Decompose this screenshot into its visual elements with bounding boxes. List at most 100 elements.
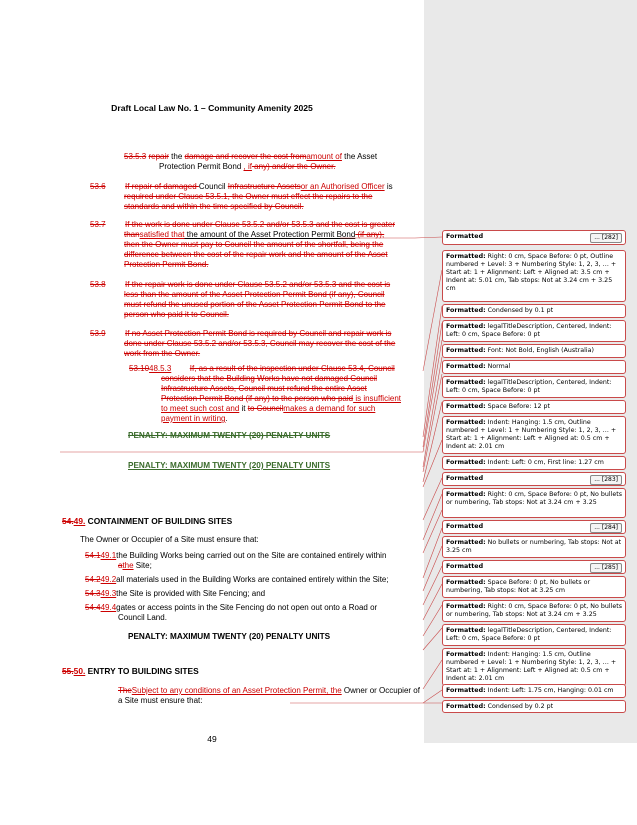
format-comment-12[interactable]: Formatted: Right: 0 cm, Space Before: 0 … [442,488,626,518]
format-comment-10[interactable]: Formatted: Indent: Left: 0 cm, First lin… [442,456,626,470]
deleted-number: 54.3 [85,589,101,598]
item-49-3[interactable]: 54.349.3the Site is provided with Site F… [85,589,265,599]
comment-more-tag[interactable]: ... [285] [590,563,622,573]
heading-text: CONTAINMENT OF BUILDING SITES [85,516,233,526]
comment-more-tag[interactable]: ... [282] [590,233,622,243]
inserted-number: 49.4 [100,603,117,612]
format-comment-14[interactable]: Formatted: No bullets or numbering, Tab … [442,536,626,558]
item-49-1[interactable]: 54.149.1the Building Works being carried… [85,551,386,561]
format-comment-21[interactable]: Formatted: Condensed by 0.2 pt [442,700,626,713]
text: it [239,404,248,413]
clause-53-10-line2: considers that the Building Works have n… [161,374,377,383]
format-comment-18[interactable]: Formatted: legalTitleDescription, Center… [442,624,626,646]
format-comment-9[interactable]: Formatted: Indent: Hanging: 1.5 cm, Outl… [442,416,626,454]
deleted-text: any) and/or the Owner. [251,162,336,171]
inserted-number: 49.1 [100,551,117,560]
penalty-inserted: PENALTY: MAXIMUM TWENTY (20) PENALTY UNI… [128,461,331,470]
clause-53-8-line2: less than the amount of the Asset Protec… [124,290,385,299]
format-comment-20[interactable]: Formatted: Indent: Left: 1.75 cm, Hangin… [442,684,626,698]
format-comment-6[interactable]: Formatted: Normal [442,360,626,374]
deleted-text: damage and recover the cost from [184,152,307,161]
clause-53-6-line2: required under Clause 53.5.1, the Owner … [124,192,373,201]
comment-text: Space Before: 0 pt, No bullets or number… [446,579,591,594]
deleted-text: repair [148,152,169,161]
deleted-text: If no Asset Protection Permit Bond is re… [125,329,392,338]
format-comment-4[interactable]: Formatted: legalTitleDescription, Center… [442,320,626,342]
clause-53-5-3-cont[interactable]: Protection Permit Bond , if any) and/or … [159,162,336,172]
entry-clause[interactable]: TheSubject to any conditions of an Asset… [118,686,420,696]
deleted-text: Infrastructure Assets [227,182,301,191]
comment-label: Formatted: [446,323,486,330]
clause-53-10-line6[interactable]: payment in writing. [161,414,228,424]
comment-more-tag[interactable]: ... [284] [590,523,622,533]
page-number: 49 [207,734,217,744]
deleted-text: If, as a result of the inspection under … [189,364,395,373]
clause-53-5-3[interactable]: 53.5.3 repair the damage and recover the… [124,152,377,162]
comment-more-tag[interactable]: ... [283] [590,475,622,485]
format-comment-15[interactable]: Formatted ... [285] [442,560,626,574]
clause-53-9-line3: work from the Owner. [124,349,201,358]
comment-label: Formatted [446,563,484,570]
text: the [168,152,185,161]
comment-label: Formatted: [446,347,486,354]
format-comment-19[interactable]: Formatted: Indent: Hanging: 1.5 cm, Outl… [442,648,626,686]
comment-text: legalTitleDescription, Centered, Indent:… [446,627,612,642]
comment-text: Indent: Hanging: 1.5 cm, Outline numbere… [446,419,617,450]
format-comment-8[interactable]: Formatted: Space Before: 12 pt [442,400,626,414]
clause-53-7-line5: Protection Permit Bond. [124,260,209,269]
inserted-text: the [122,561,134,570]
comment-label: Formatted: [446,687,486,694]
clause-53-8-line3: must refund the unused portion of the As… [124,300,386,309]
inserted-number: 49.2 [100,575,117,584]
format-comment-3[interactable]: Formatted: Condensed by 0.1 pt [442,304,626,318]
comment-label: Formatted [446,233,484,240]
clause-53-10-line4[interactable]: Protection Permit Bond (if any) to the p… [161,394,401,404]
comment-text: Indent: Left: 1.75 cm, Hanging: 0.01 cm [485,687,614,694]
format-comment-13[interactable]: Formatted ... [284] [442,520,626,534]
markup-pane-empty [424,743,637,825]
clause-53-8[interactable]: 53.8 If the repair work is done under Cl… [90,280,390,290]
heading-containment-of-building-sites: 54.49. CONTAINMENT OF BUILDING SITES [62,516,232,526]
comment-text: Right: 0 cm, Space Before: 0 pt, No bull… [446,491,622,506]
clause-53-10-line5[interactable]: to meet such cost and it to Councilmakes… [161,404,375,414]
comment-label: Formatted [446,523,484,530]
item-49-1-cont[interactable]: athe Site; [118,561,152,571]
format-comment-7[interactable]: Formatted: legalTitleDescription, Center… [442,376,626,398]
comment-text: Normal [485,363,511,370]
clause-53-7-line2[interactable]: thansatisfied that the amount of the Ass… [124,230,384,240]
comment-text: Indent: Left: 0 cm, First line: 1.27 cm [485,459,604,466]
inserted-text: payment in writing [161,414,226,423]
page-header: Draft Local Law No. 1 – Community Amenit… [111,103,313,113]
inserted-text: or an Authorised Officer [300,182,385,191]
text: the amount of the Asset Protection Permi… [184,230,356,239]
format-comment-11[interactable]: Formatted... [283] [442,472,626,486]
comment-text: Right: 0 cm, Space Before: 0 pt, No bull… [446,603,622,618]
clause-53-6[interactable]: 53.6 If repair of damaged Council Infras… [90,182,393,192]
format-comment-5[interactable]: Formatted: Font: Not Bold, English (Aust… [442,344,626,358]
format-comment-17[interactable]: Formatted: Right: 0 cm, Space Before: 0 … [442,600,626,622]
clause-53-9[interactable]: 53.9 If no Asset Protection Permit Bond … [90,329,391,339]
inserted-number: 49. [73,516,86,526]
clause-53-10[interactable]: 53.1048.5.3 If, as a result of the inspe… [129,364,395,374]
penalty-deleted: PENALTY: MAXIMUM TWENTY (20) PENALTY UNI… [128,431,331,440]
deleted-text: The [118,686,132,695]
format-comment-2[interactable]: Formatted: Right: 0 cm, Space Before: 0 … [442,250,626,302]
item-49-2[interactable]: 54.249.2all materials used in the Buildi… [85,575,389,585]
deleted-number: 54.4 [85,603,101,612]
comment-label: Formatted: [446,579,486,586]
clause-53-10-line3: Infrastructure Assets, Council must refu… [161,384,367,393]
text: Owner or Occupier of [341,686,420,695]
inserted-number: 49.3 [100,589,117,598]
comment-label: Formatted: [446,459,486,466]
comment-label: Formatted: [446,403,486,410]
deleted-text: than [124,230,140,239]
item-49-4[interactable]: 54.449.4gates or access points in the Si… [85,603,377,613]
format-comment-16[interactable]: Formatted: Space Before: 0 pt, No bullet… [442,576,626,598]
clause-number: 53.8 [90,280,106,289]
inserted-number: 50. [73,666,86,676]
clause-53-7[interactable]: 53.7 If the work is done under Clause 53… [90,220,395,230]
format-comment-1[interactable]: Formatted ... [282] [442,230,626,245]
text: all materials used in the Building Works… [116,575,389,584]
clause-53-7-line3: then the Owner must pay to Council the a… [124,240,384,249]
comment-label: Formatted: [446,651,486,658]
